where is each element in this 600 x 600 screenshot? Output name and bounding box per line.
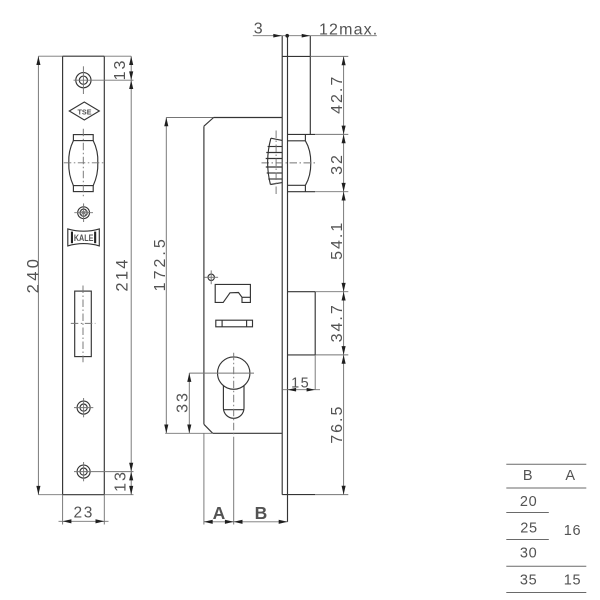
svg-text:15: 15 [291, 375, 310, 391]
svg-text:TSE: TSE [78, 107, 92, 116]
svg-text:34.7: 34.7 [329, 303, 346, 342]
svg-text:32: 32 [329, 153, 346, 175]
svg-text:33: 33 [175, 391, 192, 413]
svg-text:KALE: KALE [74, 233, 94, 243]
svg-text:172.5: 172.5 [152, 236, 169, 291]
svg-text:25: 25 [520, 521, 538, 537]
svg-text:76.5: 76.5 [329, 405, 346, 444]
svg-text:A: A [565, 468, 575, 484]
svg-text:42.7: 42.7 [329, 75, 346, 114]
svg-text:214: 214 [114, 257, 132, 291]
svg-text:3: 3 [254, 21, 264, 38]
svg-text:12max.: 12max. [319, 21, 378, 38]
svg-text:54.1: 54.1 [329, 221, 346, 260]
svg-text:B: B [255, 503, 268, 523]
svg-text:13: 13 [112, 59, 129, 81]
svg-text:240: 240 [25, 256, 43, 294]
svg-text:A: A [213, 503, 226, 523]
svg-text:15: 15 [564, 573, 582, 589]
svg-text:13: 13 [113, 470, 130, 492]
svg-text:30: 30 [520, 546, 538, 562]
svg-text:35: 35 [520, 573, 538, 589]
svg-text:B: B [523, 468, 533, 484]
svg-text:23: 23 [73, 505, 93, 522]
svg-text:16: 16 [564, 523, 582, 539]
svg-text:20: 20 [520, 494, 538, 510]
